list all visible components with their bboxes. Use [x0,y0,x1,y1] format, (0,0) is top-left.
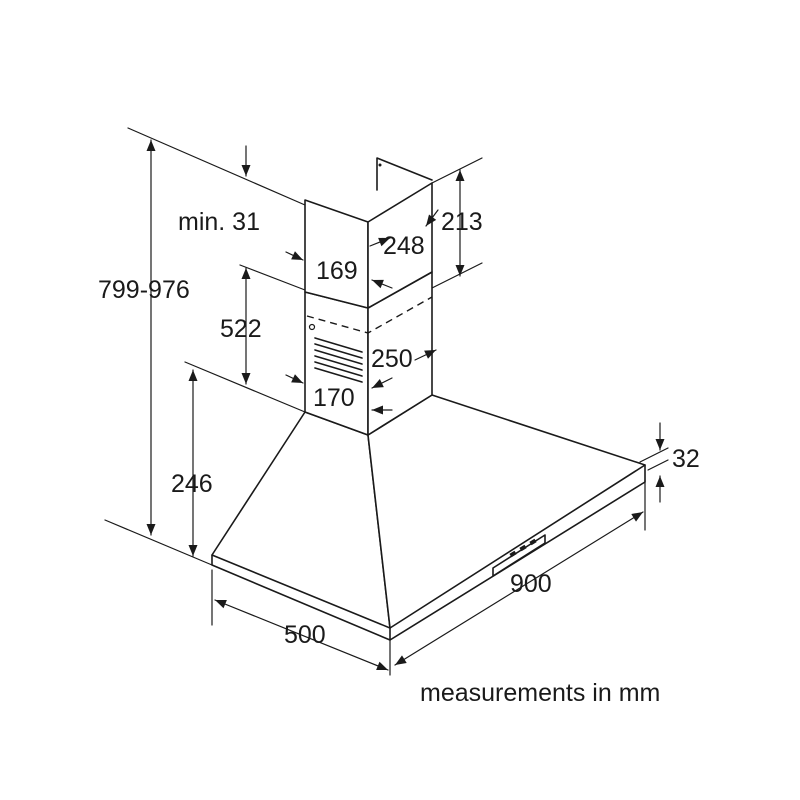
canopy-width-label: 900 [510,570,552,598]
canopy-height-label: 246 [171,470,213,498]
total-height-label: 799-976 [98,276,190,304]
canopy-width-arrow [394,511,644,666]
chimney-lower-width-label: 170 [313,384,355,412]
control-panel [492,534,546,577]
dimension-arrows [146,139,665,671]
chimney-depth-lower-label: 250 [371,345,413,373]
control-buttons [509,538,537,558]
chimney-depth-upper-label: 248 [383,232,425,260]
rim-thickness-label: 32 [672,445,700,473]
canopy-depth-arrow [214,599,389,671]
upper-chimney-front [304,199,369,309]
min-gap-label: min. 31 [178,208,260,236]
chimney-upper-width-label: 169 [316,257,358,285]
lower-chimney-height-label: 522 [220,315,262,343]
dimension-labels: 799-976 min. 31 169 248 213 522 250 170 … [98,208,700,707]
canopy-depth-label: 500 [284,621,326,649]
upper-chimney-side [367,182,433,309]
extension-lines [104,127,669,676]
canopy-right-face [367,394,646,629]
canopy-left-face [211,411,391,629]
mounting-bracket [376,157,433,191]
caption: measurements in mm [420,679,660,707]
upper-chimney-height-label: 213 [441,208,483,236]
vent-grille [314,337,363,383]
hood-body [211,157,646,641]
